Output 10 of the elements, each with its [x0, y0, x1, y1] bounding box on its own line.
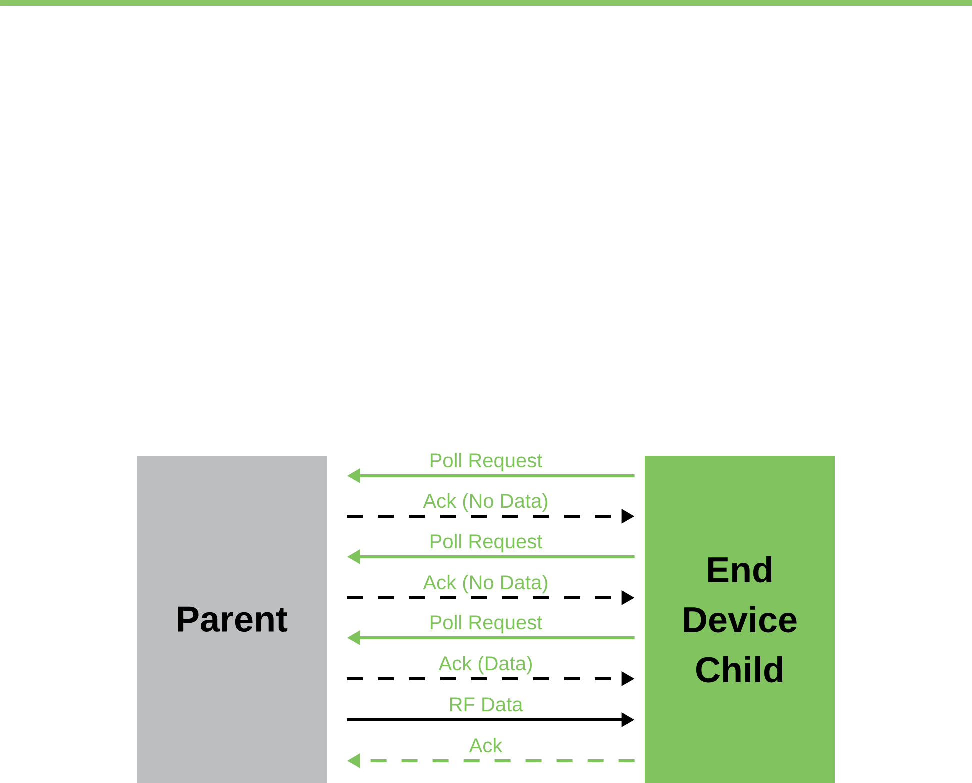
edge-label: Ack (Data) [438, 656, 532, 675]
edge-label: Ack (No Data) [423, 494, 548, 512]
edge-label: Ack (No Data) [423, 575, 548, 594]
edge-label: Ack [469, 738, 503, 753]
edge-label: Poll Request [430, 615, 543, 634]
device-box: Parent [137, 456, 327, 783]
edge-label: Poll Request [430, 534, 543, 553]
device-box: End Device Child [645, 456, 835, 783]
edge-label: RF Data [450, 698, 524, 712]
edge-label: Poll Request [430, 453, 543, 472]
